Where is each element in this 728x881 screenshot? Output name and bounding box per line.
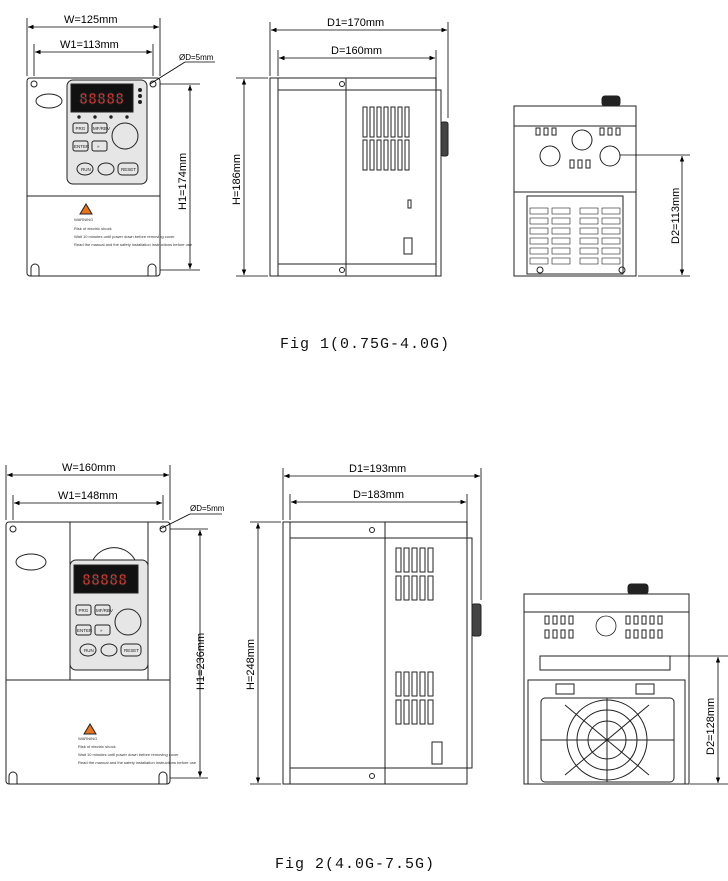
fig2-front-view: 88888 [5, 521, 171, 785]
reset-key[interactable] [117, 162, 139, 176]
display-digits: 88888 [79, 90, 124, 108]
enter-key[interactable] [72, 140, 89, 152]
logo-oval [35, 93, 63, 109]
terminal-depth-label: D2=128mm [705, 698, 717, 755]
body-depth-label: D=183mm [353, 489, 404, 501]
side-vent-slots [362, 106, 410, 171]
knob-top [627, 583, 649, 595]
mount-hole [30, 80, 38, 88]
width-label: W=125mm [64, 14, 118, 26]
svg-text:RUN: RUN [84, 648, 94, 653]
potentiometer-knob[interactable] [114, 608, 142, 636]
warning-triangle-icon [83, 723, 97, 735]
width-label: W=160mm [62, 462, 116, 474]
svg-text:Risk of electric shock: Risk of electric shock [78, 744, 116, 749]
svg-text:ENTER: ENTER [77, 628, 93, 633]
svg-text:PRG: PRG [76, 126, 86, 131]
overall-height-label: H=248mm [245, 639, 257, 690]
hole-diameter-label: ØD=5mm [190, 504, 225, 513]
svg-text:Wait 10 minutes until power do: Wait 10 minutes until power down before … [74, 234, 175, 239]
svg-text:»: » [97, 144, 100, 149]
fig1-side-view [269, 77, 449, 277]
svg-text:Read the manual and the safety: Read the manual and the safety installat… [78, 760, 197, 765]
svg-text:PRG: PRG [79, 608, 89, 613]
fig2-bottom-view [523, 583, 690, 785]
logo-oval [15, 553, 47, 571]
led-display [70, 83, 134, 113]
svg-text:RUN: RUN [81, 167, 91, 172]
fig2-keypad-labels: PRG MF/REV ENTER » RUN RESET WARNING Ris… [77, 608, 197, 765]
fig2-side-view [282, 521, 482, 785]
overall-depth-label: D1=170mm [327, 17, 384, 29]
shift-key[interactable] [94, 624, 111, 636]
body-depth-label: D=160mm [331, 45, 382, 57]
svg-text:RESET: RESET [124, 648, 139, 653]
stop-key[interactable] [100, 643, 118, 657]
figure-2-caption: Fig 2(4.0G-7.5G) [275, 856, 435, 873]
mf-key[interactable] [94, 604, 111, 616]
hole-diameter-label: ØD=5mm [179, 53, 214, 62]
fig2-front-dimensions [5, 465, 222, 779]
svg-text:Risk of electric shock: Risk of electric shock [74, 226, 112, 231]
mount-width-label: W1=148mm [58, 490, 118, 502]
fig2-bottom-dimensions [670, 655, 728, 785]
stop-key[interactable] [97, 162, 115, 176]
svg-text:WARNING: WARNING [78, 736, 97, 741]
mount-height-label: H1=174mm [177, 153, 189, 210]
svg-text:RESET: RESET [121, 167, 136, 172]
fig1-bottom-dimensions [620, 154, 690, 277]
side-vent-slots [395, 547, 434, 725]
prg-key[interactable] [72, 122, 89, 134]
run-key[interactable] [76, 162, 94, 176]
svg-text:Read the manual and the safety: Read the manual and the safety installat… [74, 242, 193, 247]
svg-text:MF/REV: MF/REV [93, 126, 110, 131]
knob-profile [440, 121, 449, 157]
run-key[interactable] [79, 643, 97, 657]
fig2-side-dimensions [250, 468, 482, 785]
figure-1-caption: Fig 1(0.75G-4.0G) [280, 336, 450, 353]
knob-top [601, 95, 621, 107]
potentiometer-knob[interactable] [111, 122, 139, 150]
fig1-front-dimensions [26, 18, 215, 271]
mount-width-label: W1=113mm [60, 39, 119, 51]
fig1-keypad-labels: PRG MF/REV ENTER » RUN RESET WARNING Ris… [74, 126, 193, 247]
fig1-front-view: 88888 [26, 77, 161, 277]
overall-depth-label: D1=193mm [349, 463, 406, 475]
enter-key[interactable] [75, 624, 92, 636]
mf-key[interactable] [91, 122, 108, 134]
led-display [73, 564, 139, 594]
svg-text:Wait 10 minutes until power do: Wait 10 minutes until power down before … [78, 752, 179, 757]
svg-text:»: » [100, 628, 103, 633]
svg-text:WARNING: WARNING [74, 217, 93, 222]
fig1-side-dimensions [236, 22, 449, 277]
cooling-fan [540, 697, 675, 783]
warning-triangle-icon [79, 203, 93, 215]
shift-key[interactable] [91, 140, 108, 152]
display-digits: 88888 [82, 571, 127, 589]
fig1-bottom-view [513, 95, 637, 277]
reset-key[interactable] [120, 643, 142, 657]
svg-text:MF/REV: MF/REV [96, 608, 113, 613]
prg-key[interactable] [75, 604, 92, 616]
terminal-depth-label: D2=113mm [670, 188, 682, 244]
bottom-vent-grid [529, 207, 621, 265]
knob-profile [471, 603, 482, 637]
overall-height-label: H=186mm [231, 154, 243, 205]
svg-text:ENTER: ENTER [74, 144, 90, 149]
mount-height-label: H1=236mm [195, 633, 207, 690]
